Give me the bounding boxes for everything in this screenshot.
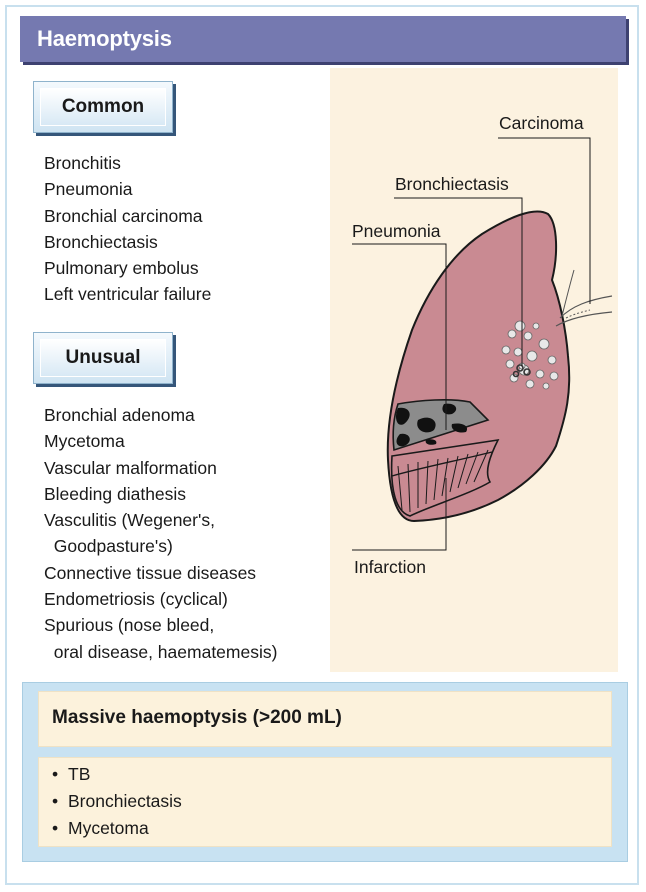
unusual-tag: Unusual [33, 332, 173, 384]
list-item: Endometriosis (cyclical) [44, 589, 228, 610]
common-tag-label: Common [61, 96, 145, 117]
bullet-icon: • [52, 764, 59, 784]
list-item: Vasculitis (Wegener's, [44, 510, 215, 531]
massive-item: Bronchiectasis [68, 791, 182, 811]
list-item: • TB [52, 761, 182, 788]
list-item: Goodpasture's) [44, 536, 173, 557]
common-list: Bronchitis Pneumonia Bronchial carcinoma… [44, 150, 211, 308]
list-item: Pneumonia [44, 179, 133, 200]
list-item: Bronchial adenoma [44, 405, 195, 425]
label-infarction: Infarction [354, 557, 426, 577]
list-item: Connective tissue diseases [44, 562, 257, 583]
list-item: • Bronchiectasis [52, 788, 182, 815]
list-item: Left ventricular failure [44, 284, 212, 305]
unusual-tag-label: Unusual [65, 347, 141, 368]
list-item: Bleeding diathesis [44, 483, 187, 504]
list-item: Spurious (nose bleed, [44, 615, 215, 636]
massive-list: • TB • Bronchiectasis • Mycetoma [52, 761, 182, 842]
page-title: Haemoptysis [37, 26, 172, 51]
list-item: Vascular malformation [44, 457, 217, 478]
title-banner: Haemoptysis [20, 16, 626, 62]
list-item: Bronchial carcinoma [44, 205, 203, 226]
massive-item: TB [68, 764, 91, 784]
bullet-icon: • [52, 818, 59, 838]
bullet-icon: • [52, 791, 59, 811]
massive-item: Mycetoma [68, 818, 149, 838]
list-item: Pulmonary embolus [44, 258, 199, 279]
label-pneumonia: Pneumonia [352, 221, 441, 241]
label-carcinoma: Carcinoma [499, 113, 584, 133]
massive-title: Massive haemoptysis (>200 mL) [52, 707, 342, 728]
massive-list-panel: • TB • Bronchiectasis • Mycetoma [38, 757, 612, 847]
massive-title-panel: Massive haemoptysis (>200 mL) [38, 691, 612, 747]
unusual-list: Bronchial adenoma Mycetoma Vascular malf… [44, 402, 277, 665]
common-tag: Common [33, 81, 173, 133]
list-item: Mycetoma [44, 431, 125, 452]
label-bronchiectasis: Bronchiectasis [395, 174, 509, 194]
list-item: Bronchitis [44, 153, 121, 173]
lung-illustration-panel [330, 68, 618, 672]
list-item: • Mycetoma [52, 815, 182, 842]
list-item: Bronchiectasis [44, 231, 158, 252]
list-item: oral disease, haematemesis) [44, 641, 278, 662]
